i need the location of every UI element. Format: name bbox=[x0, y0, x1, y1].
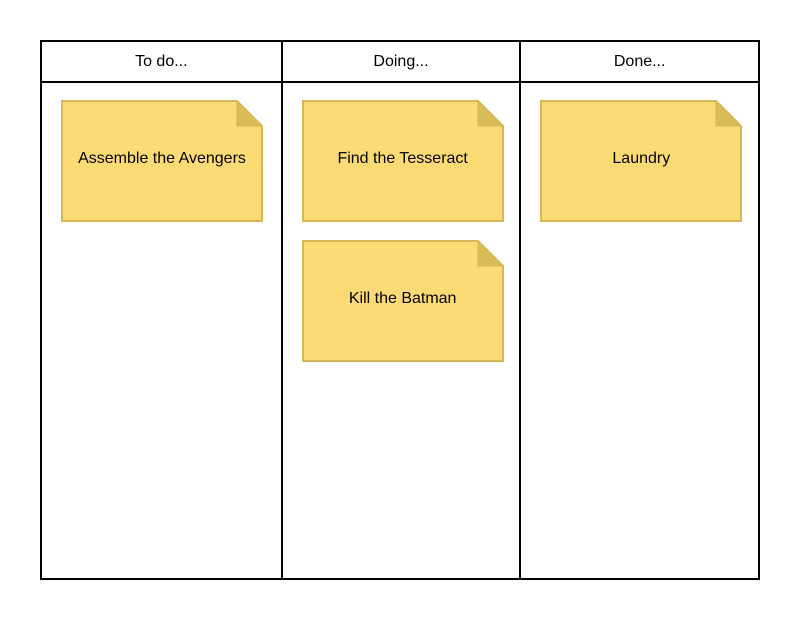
column-done: Done... Laundry bbox=[519, 42, 758, 578]
sticky-note-shape bbox=[301, 240, 504, 362]
sticky-note-text: Kill the Batman bbox=[348, 290, 457, 307]
sticky-note-shape bbox=[61, 100, 263, 222]
note-body bbox=[61, 100, 263, 222]
sticky-note-shape bbox=[540, 100, 743, 222]
sticky-note[interactable]: Assemble the Avengers bbox=[61, 100, 263, 222]
sticky-note[interactable]: Kill the Batman bbox=[301, 240, 504, 362]
kanban-board: To do... Assemble the Avengers Doing... … bbox=[40, 40, 760, 580]
sticky-note-text: Find the Tesseract bbox=[337, 150, 468, 167]
note-fold bbox=[477, 100, 504, 127]
column-doing: Doing... Find the Tesseract Kill the Bat… bbox=[280, 42, 520, 578]
sticky-note-shape bbox=[301, 100, 504, 222]
note-body bbox=[540, 100, 743, 222]
column-todo: To do... Assemble the Avengers bbox=[42, 42, 281, 578]
column-header-todo: To do... bbox=[42, 42, 281, 83]
sticky-note-text: Assemble the Avengers bbox=[78, 150, 246, 167]
note-body bbox=[301, 240, 504, 362]
sticky-note[interactable]: Laundry bbox=[540, 100, 743, 222]
sticky-note-text: Laundry bbox=[612, 150, 671, 167]
column-header-doing: Doing... bbox=[282, 42, 520, 83]
note-fold bbox=[715, 100, 743, 127]
sticky-note[interactable]: Find the Tesseract bbox=[301, 100, 504, 222]
note-fold bbox=[477, 240, 504, 267]
column-header-done: Done... bbox=[521, 42, 758, 83]
note-fold bbox=[236, 100, 263, 127]
note-body bbox=[301, 100, 504, 222]
